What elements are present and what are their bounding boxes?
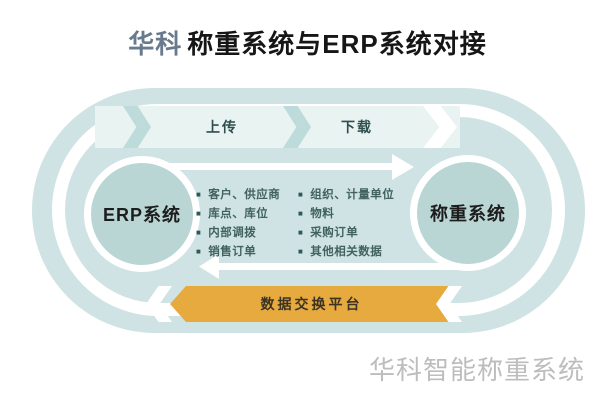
list-item: ■ 库点、库位	[196, 203, 306, 222]
list-item-label: 组织、计量单位	[310, 189, 395, 201]
list-item-label: 其他相关数据	[310, 246, 383, 258]
list-item-label: 销售订单	[208, 246, 257, 258]
exchange-list-right: ■ 组织、计量单位 ■ 物料 ■ 采购订单 ■ 其他相关数据	[298, 184, 418, 260]
square-bullet-icon: ■	[196, 190, 201, 199]
square-bullet-icon: ■	[196, 247, 201, 256]
erp-system-label: ERP系统	[102, 205, 181, 225]
title-text: 称重系统与ERP系统对接	[187, 29, 487, 59]
list-item: ■ 组织、计量单位	[298, 184, 418, 203]
list-item-label: 客户、供应商	[208, 189, 281, 201]
arrow-left-shaft	[218, 263, 458, 270]
list-item: ■ 客户、供应商	[196, 184, 306, 203]
square-bullet-icon: ■	[196, 209, 201, 218]
weighing-system-label: 称重系统	[430, 204, 506, 224]
square-bullet-icon: ■	[298, 209, 303, 218]
brand-name: 华科	[128, 30, 183, 60]
chevron-right-icon	[423, 106, 457, 148]
square-bullet-icon: ■	[298, 190, 303, 199]
page-title: 华科称重系统与ERP系统对接	[0, 24, 615, 61]
upload-label: 上传	[206, 119, 238, 135]
exchange-list-left: ■ 客户、供应商 ■ 库点、库位 ■ 内部调拨 ■ 销售订单	[196, 184, 306, 260]
list-item-label: 采购订单	[310, 227, 359, 239]
watermark-text: 华科智能称重系统	[368, 356, 585, 386]
arrow-right-shaft	[142, 163, 394, 170]
download-label: 下载	[341, 119, 373, 135]
list-item-label: 内部调拨	[208, 227, 257, 239]
weighing-system-node: 称重系统	[410, 155, 526, 271]
list-item-label: 库点、库位	[208, 208, 269, 220]
data-exchange-platform-banner: 数据交换平台	[170, 286, 453, 322]
list-item: ■ 物料	[298, 203, 418, 222]
square-bullet-icon: ■	[298, 228, 303, 237]
top-flow-band: 上传 下载	[95, 106, 460, 148]
square-bullet-icon: ■	[298, 247, 303, 256]
list-item: ■ 销售订单	[196, 241, 306, 260]
chevron-right-icon	[123, 106, 151, 148]
list-item-label: 物料	[310, 208, 335, 220]
list-item: ■ 内部调拨	[196, 222, 306, 241]
erp-system-node: ERP系统	[84, 156, 200, 272]
data-exchange-platform-label: 数据交换平台	[260, 296, 363, 312]
list-item: ■ 其他相关数据	[298, 241, 418, 260]
square-bullet-icon: ■	[196, 228, 201, 237]
list-item: ■ 采购订单	[298, 222, 418, 241]
